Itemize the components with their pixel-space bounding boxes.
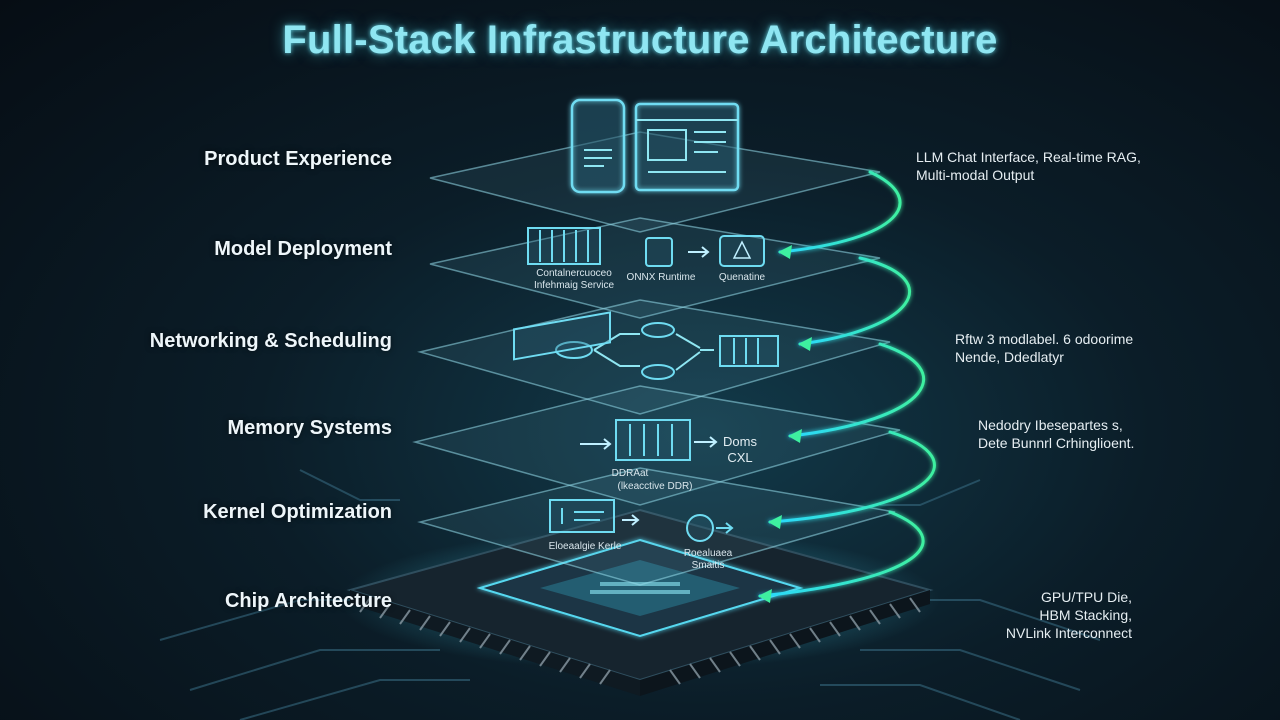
kernel-label-1: Eloeaalgie Kerle [549, 541, 622, 552]
desc-product-line-1: LLM Chat Interface, Real-time RAG, [916, 149, 1141, 165]
kernel-ops-icon [686, 514, 734, 542]
deploy-label-runtime: ONNX Runtime [627, 272, 696, 283]
arrowheads [758, 245, 812, 603]
layer-plane-networking [417, 299, 891, 415]
layer-planes [412, 131, 901, 586]
desc-chip-architecture: GPU/TPU Die, HBM Stacking, NVLink Interc… [996, 588, 1132, 642]
container-icon [527, 227, 601, 265]
phone-icon [570, 98, 626, 194]
kernel-code-icon [549, 499, 615, 533]
circuit-traces [159, 469, 1101, 720]
desc-chip-line-1: GPU/TPU Die, [1040, 589, 1132, 605]
memory-label-cxl-1: Doms [723, 434, 757, 449]
memory-module-icon [513, 311, 611, 361]
deploy-label-container-1: Contalnercuoceo [536, 268, 612, 279]
desc-networking-scheduling: Rftw 3 modlabel. 6 odoorime Nende, Ddedl… [955, 330, 1133, 366]
diagram-title: Full-Stack Infrastructure Architecture [282, 18, 998, 62]
layer-label-kernel-optimization: Kernel Optimization [203, 501, 392, 523]
desc-networking-line-2: Nende, Ddedlatyr [955, 349, 1064, 365]
desc-memory-systems: Nedodry Ibesepartes s, Dete Bunnrl Crhin… [978, 416, 1134, 452]
runtime-icon [645, 237, 673, 267]
layer-label-chip-architecture: Chip Architecture [224, 590, 392, 612]
layer-plane-kernel [417, 467, 896, 586]
chip-die-icon [340, 508, 940, 696]
layer-label-networking-scheduling: Networking & Scheduling [149, 330, 392, 352]
scheduler-icon [719, 335, 779, 367]
database-icon [555, 322, 675, 380]
memory-label-ddr-2: (lkeacctive DDR) [617, 481, 692, 492]
desc-memory-line-1: Nedodry Ibesepartes s, [978, 417, 1123, 433]
desc-chip-line-2: HBM Stacking, [1039, 607, 1132, 623]
desc-product-line-2: Multi-modal Output [916, 167, 1035, 183]
deploy-label-quantization: Quenatine [719, 272, 766, 283]
quantization-icon [719, 235, 765, 267]
layer-label-product-experience: Product Experience [204, 148, 392, 170]
desc-memory-line-2: Dete Bunnrl Crhinglioent. [978, 435, 1135, 451]
memory-label-ddr-1: DDRAat [612, 468, 649, 479]
memory-label-cxl-2: CXL [727, 450, 752, 465]
dram-chip-icon [615, 419, 691, 461]
desc-chip-line-3: NVLink Interconnect [1005, 625, 1132, 641]
layer-label-model-deployment: Model Deployment [214, 238, 392, 260]
kernel-label-2: Roealuaea [684, 548, 733, 559]
flow-arrow-icon [758, 170, 936, 598]
layer-label-memory-systems: Memory Systems [227, 417, 392, 439]
desc-networking-line-1: Rftw 3 modlabel. 6 odoorime [955, 331, 1134, 347]
layer-plane-deployment [429, 217, 881, 319]
kernel-label-3: Smaitis [692, 560, 725, 571]
deploy-label-container-2: Infehmaig Service [534, 280, 614, 291]
desc-product-experience: LLM Chat Interface, Real-time RAG, Multi… [916, 148, 1141, 184]
